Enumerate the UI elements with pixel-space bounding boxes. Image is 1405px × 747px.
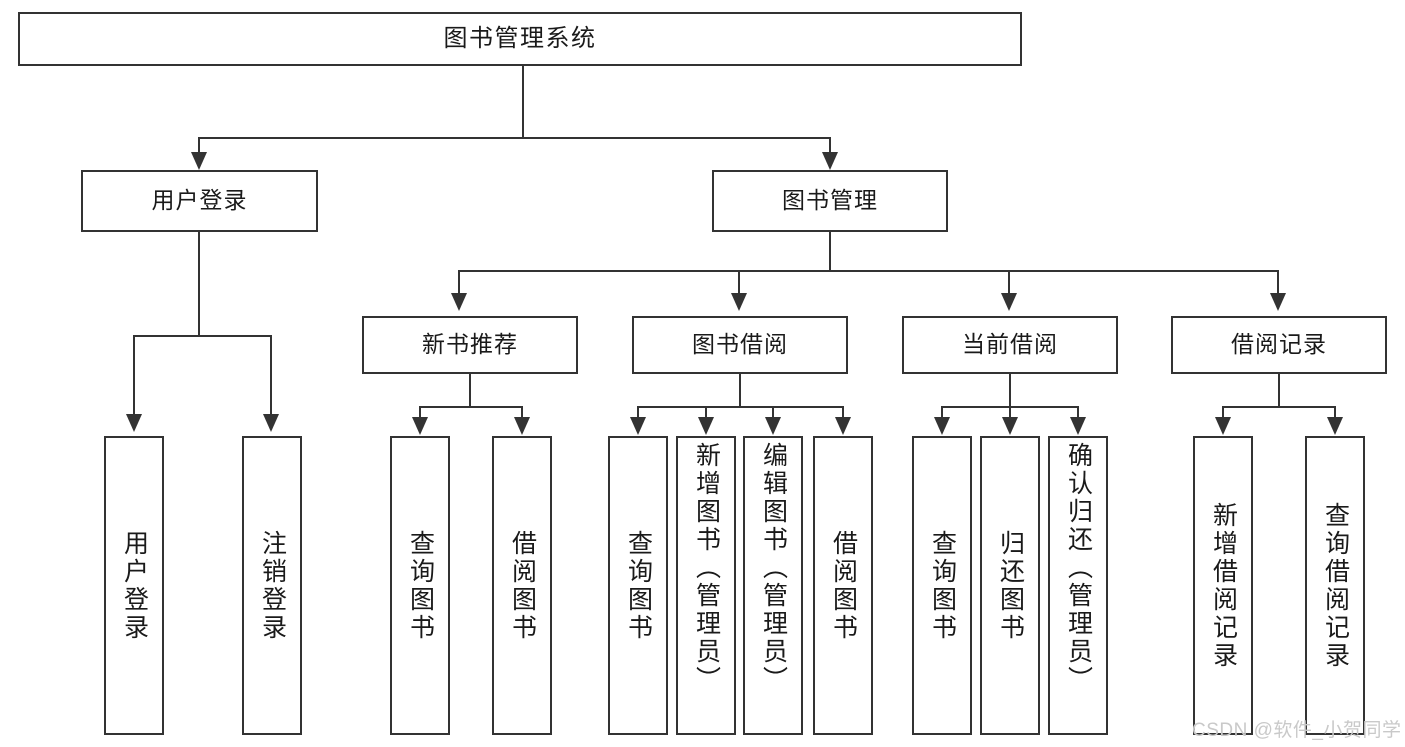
node-label: 图书借阅 <box>692 331 788 358</box>
arrowhead-book-manage-icon <box>822 152 838 170</box>
node-label: 用户登录 <box>120 529 149 642</box>
connector-drop-new-book <box>458 270 460 295</box>
connector-drop-nb-leaf-1 <box>419 406 421 420</box>
connector-drop-br-leaf-2 <box>1334 406 1336 420</box>
connector-drop-br-leaf-1 <box>1222 406 1224 420</box>
connector-drop-bb-leaf-1 <box>637 406 639 420</box>
connector-new-book-bus <box>419 406 521 408</box>
arrowhead-br-leaf-2-icon <box>1327 417 1343 435</box>
connector-level3-bus <box>458 270 1278 272</box>
connector-drop-nb-leaf-2 <box>521 406 523 420</box>
leaf-current-borrow-query[interactable]: 查询图书 <box>912 436 972 735</box>
node-user-login[interactable]: 用户登录 <box>81 170 318 232</box>
arrowhead-br-leaf-1-icon <box>1215 417 1231 435</box>
leaf-current-borrow-confirm[interactable]: 确认归还（管理员） <box>1048 436 1108 735</box>
csdn-watermark: CSDN @软件_小贺同学 <box>1192 720 1402 741</box>
connector-drop-book-borrow <box>738 270 740 295</box>
node-label: 查询借阅记录 <box>1321 501 1350 670</box>
node-label: 借阅图书 <box>508 529 537 642</box>
node-label: 图书管理 <box>782 187 878 214</box>
connector-user-login-bus <box>133 335 270 337</box>
leaf-borrow-record-add[interactable]: 新增借阅记录 <box>1193 436 1253 735</box>
connector-current-borrow-stem <box>1009 374 1011 407</box>
leaf-new-book-borrow[interactable]: 借阅图书 <box>492 436 552 735</box>
arrowhead-book-borrow-icon <box>731 293 747 311</box>
arrowhead-bb-leaf-1-icon <box>630 417 646 435</box>
arrowhead-bb-leaf-4-icon <box>835 417 851 435</box>
connector-new-book-stem <box>469 374 471 407</box>
node-root-library-system[interactable]: 图书管理系统 <box>18 12 1022 66</box>
node-label: 借阅图书 <box>829 529 858 642</box>
connector-drop-cb-leaf-2 <box>1009 406 1011 420</box>
node-label: 查询图书 <box>406 529 435 642</box>
arrowhead-cb-leaf-3-icon <box>1070 417 1086 435</box>
arrowhead-nb-leaf-1-icon <box>412 417 428 435</box>
node-label: 新书推荐 <box>422 331 518 358</box>
node-label: 图书管理系统 <box>443 24 597 52</box>
node-book-borrow[interactable]: 图书借阅 <box>632 316 848 374</box>
connector-book-borrow-bus <box>637 406 844 408</box>
leaf-user-login-login[interactable]: 用户登录 <box>104 436 164 735</box>
node-label: 确认归还（管理员） <box>1064 442 1093 694</box>
arrowhead-cb-leaf-2-icon <box>1002 417 1018 435</box>
node-label: 当前借阅 <box>962 331 1058 358</box>
connector-book-borrow-stem <box>739 374 741 407</box>
connector-drop-current-borrow <box>1008 270 1010 295</box>
connector-drop-bb-leaf-3 <box>772 406 774 420</box>
leaf-user-login-logout[interactable]: 注销登录 <box>242 436 302 735</box>
arrowhead-user-login-icon <box>191 152 207 170</box>
node-label: 注销登录 <box>258 529 287 642</box>
leaf-new-book-query[interactable]: 查询图书 <box>390 436 450 735</box>
node-label: 查询图书 <box>624 529 653 642</box>
arrowhead-bb-leaf-2-icon <box>698 417 714 435</box>
arrowhead-new-book-icon <box>451 293 467 311</box>
arrowhead-leaf-user-login-1-icon <box>126 414 142 432</box>
node-label: 借阅记录 <box>1231 331 1327 358</box>
node-book-manage[interactable]: 图书管理 <box>712 170 948 232</box>
node-label: 用户登录 <box>151 187 248 214</box>
leaf-book-borrow-borrow[interactable]: 借阅图书 <box>813 436 873 735</box>
node-label: 查询图书 <box>928 529 957 642</box>
node-label: 新增图书（管理员） <box>692 442 721 694</box>
node-borrow-record[interactable]: 借阅记录 <box>1171 316 1387 374</box>
connector-borrow-record-stem <box>1278 374 1280 407</box>
arrowhead-bb-leaf-3-icon <box>765 417 781 435</box>
leaf-book-borrow-edit[interactable]: 编辑图书（管理员） <box>743 436 803 735</box>
connector-drop-leaf-user-login-2 <box>270 335 272 417</box>
connector-drop-cb-leaf-1 <box>941 406 943 420</box>
connector-user-login-stem <box>198 232 200 336</box>
connector-drop-leaf-user-login-1 <box>133 335 135 417</box>
connector-book-manage-stem <box>829 232 831 271</box>
node-new-book-recommend[interactable]: 新书推荐 <box>362 316 578 374</box>
leaf-book-borrow-query[interactable]: 查询图书 <box>608 436 668 735</box>
connector-drop-cb-leaf-3 <box>1077 406 1079 420</box>
arrowhead-cb-leaf-1-icon <box>934 417 950 435</box>
connector-borrow-record-bus <box>1222 406 1335 408</box>
arrowhead-current-borrow-icon <box>1001 293 1017 311</box>
connector-drop-book-manage <box>829 137 831 155</box>
connector-drop-borrow-record <box>1277 270 1279 295</box>
node-label: 归还图书 <box>996 529 1025 642</box>
connector-root-stem <box>522 66 524 138</box>
leaf-book-borrow-add[interactable]: 新增图书（管理员） <box>676 436 736 735</box>
connector-drop-bb-leaf-2 <box>705 406 707 420</box>
leaf-current-borrow-return[interactable]: 归还图书 <box>980 436 1040 735</box>
arrowhead-leaf-user-login-2-icon <box>263 414 279 432</box>
connector-drop-user-login <box>198 137 200 155</box>
leaf-borrow-record-query[interactable]: 查询借阅记录 <box>1305 436 1365 735</box>
arrowhead-nb-leaf-2-icon <box>514 417 530 435</box>
node-label: 编辑图书（管理员） <box>759 442 788 694</box>
connector-drop-bb-leaf-4 <box>842 406 844 420</box>
connector-level2-bus <box>198 137 831 139</box>
node-label: 新增借阅记录 <box>1209 501 1238 670</box>
arrowhead-borrow-record-icon <box>1270 293 1286 311</box>
node-current-borrow[interactable]: 当前借阅 <box>902 316 1118 374</box>
